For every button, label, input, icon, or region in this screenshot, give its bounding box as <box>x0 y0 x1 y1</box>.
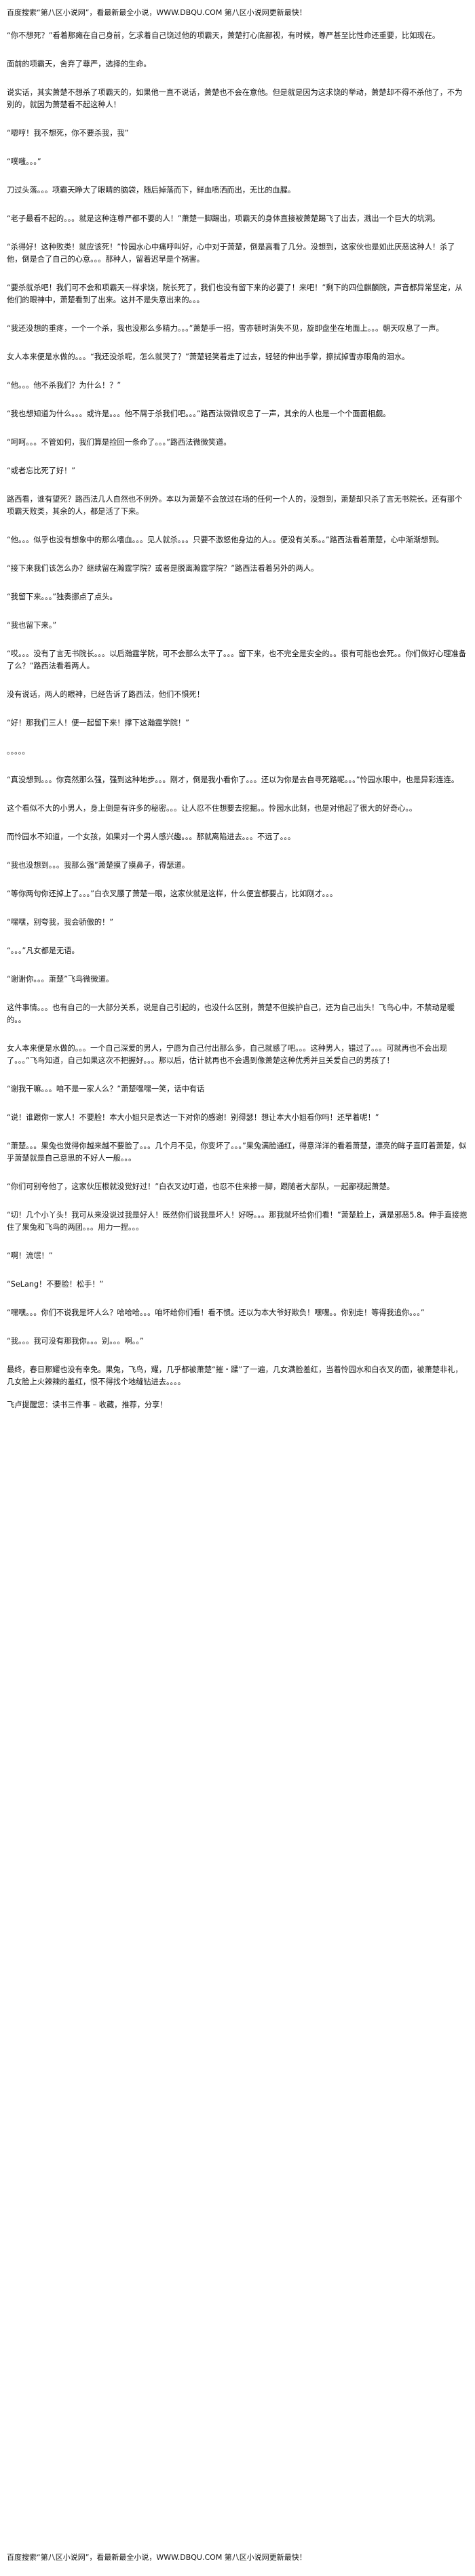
paragraph: “说！谁跟你一家人！不要脸！本大小姐只是表达一下对你的感谢！别得瑟！想让本大小姐… <box>7 1113 379 1122</box>
paragraph: “切！几个小丫头！我可从来没说过我是好人！既然你们说我是坏人！好呀。。。那我就坏… <box>7 1211 468 1232</box>
paragraph: 面前的项霸天，舍弃了尊严，选择的生命。 <box>7 60 151 68</box>
paragraph: “我留下来。。。”独奏挪点了点头。 <box>7 592 117 601</box>
paragraph: “嘿嘿。。。你们不说我是坏人么？哈哈哈。。。咱坏给你们看！看不惯。还以为本大爷好… <box>7 1308 425 1317</box>
paragraph: “我也想知道为什么。。。或许是。。。他不屑于杀我们吧。。。”路西法微微叹息了一声… <box>7 409 391 418</box>
paragraph: 。。。。。 <box>7 747 30 756</box>
header-banner: 百度搜索“第八区小说网”，看最新最全小说，WWW.DBQU.COM 第八区小说网… <box>7 8 307 17</box>
paragraph: “我还没想的重疼，一个一个杀，我也没那么多精力。。。”萧楚手一招，雪亦顿时消失不… <box>7 324 444 333</box>
paragraph: 这件事情。。。也有自己的一大部分关系，说是自己引起的，也没什么区别，萧楚不但挨护… <box>7 1003 455 1024</box>
paragraph: 女人本来便是水做的。。。“我还没杀呢，怎么就哭了？”萧楚轻笑着走了过去，轻轻的伸… <box>7 353 410 361</box>
paragraph: “我。。。我可没有那我你。。。别。。。啊。。” <box>7 1337 144 1346</box>
paragraph: 女人本来便是水做的。。。一个自己深爱的男人，宁愿为自己付出那么多，自己就感了吧。… <box>7 1044 447 1065</box>
paragraph: “嗯哼！我不想死，你不要杀我，我” <box>7 129 129 138</box>
paragraph: “他。。。他不杀我们？为什么！？” <box>7 381 121 390</box>
paragraph: “呵呵。。。不管如何，我们算是捡回一条命了。。。”路西法微微笑道。 <box>7 438 231 447</box>
paragraph: “谢谢你。。。萧楚”飞鸟微微道。 <box>7 975 114 984</box>
paragraph: “真没想到。。。你竟然那么强，强到这种地步。。。刚才，倒是我小看你了。。。还以为… <box>7 776 459 784</box>
paragraph: 而怜园水不知道，一个女孩，如果对一个男人感兴趣。。。那就离陷进去。。。不远了。。… <box>7 832 296 841</box>
paragraph: “SeLang！不要脸！松手！” <box>7 1280 104 1289</box>
paragraph: “或者忘比死了好！” <box>7 466 76 475</box>
paragraph: “你们可别夸他了，这家伙压根就没觉好过！”白衣叉边叮道，也忍不住来掺一脚，跟随者… <box>7 1182 394 1191</box>
paragraph: “好！那我们三人！便一起留下来！撑下这瀚霆学院！” <box>7 719 189 727</box>
paragraph: 路西看，谁有望死？路西法几人自然也不例外。本以为萧楚不会放过在场的任何一个人的，… <box>7 495 463 516</box>
paragraph: “嘿嘿，别夸我，我会骄傲的！” <box>7 918 114 927</box>
paragraph: “等你两句你还掉上了。。。”白衣叉腰了萧楚一眼，这家伙就是这样，什么便宜都要占，… <box>7 889 338 898</box>
paragraph: 刀过头落。。。项霸天睁大了眼睛的脑袋，随后掉落而下，鲜血喷洒而出，无比的血腥。 <box>7 186 296 195</box>
paragraph: 说实话，其实萧楚不想杀了项霸天的，如果他一直不说话，萧楚也不会在意他。但是就是因… <box>7 88 463 109</box>
paragraph: “杀得好！这种败类！就应该死！”怜园水心中痛呼叫好，心中对于萧楚，倒是高看了几分… <box>7 243 455 264</box>
paragraph: 这个看似不大的小男人，身上倒是有许多的秘密。。。让人忍不住想要去挖掘。。怜园水此… <box>7 804 417 813</box>
paragraph: “要杀就杀吧！我们可不会和项霸天一样求饶，院长死了，我们也没有留下来的必要了！来… <box>7 283 463 304</box>
paragraph: “你不想死？”看着那瘫在自己身前，乞求着自己饶过他的项霸天，萧楚打心底鄙视，有时… <box>7 31 440 40</box>
paragraph: “啊！流氓！” <box>7 1251 53 1260</box>
paragraph: “。。。”凡女都是无语。 <box>7 946 79 955</box>
paragraph: “哎。。。没有了言无书院长。。。以后瀚霆学院，可不会那么太平了。。。留下来，也不… <box>7 649 466 670</box>
chapter-content: “你不想死？”看着那瘫在自己身前，乞求着自己饶过他的项霸天，萧楚打心底鄙视，有时… <box>7 30 468 2543</box>
paragraph: “我也留下来。” <box>7 621 57 630</box>
paragraph: 没有说话，两人的眼神，已经告诉了路西法，他们不惧死！ <box>7 690 204 699</box>
paragraph: “噗嗤。。。” <box>7 157 41 166</box>
paragraph: “接下来我们该怎么办？继续留在瀚霆学院？或者是脱离瀚霆学院？”路西法看着另外的两… <box>7 564 319 573</box>
paragraph: “萧楚。。。果兔也觉得你越来越不要脸了。。。几个月不见，你变坏了。。。”果兔满脸… <box>7 1142 467 1163</box>
paragraph: 飞卢提醒您：读书三件事 – 收藏，推荐，分享！ <box>7 1401 168 1409</box>
paragraph: “他。。。似乎也没有想象中的那么嗜血。。。见人就杀。。。只要不激怒他身边的人。。… <box>7 536 444 544</box>
footer-banner: 百度搜索“第八区小说网”，看最新最全小说，WWW.DBQU.COM 第八区小说网… <box>7 2553 307 2562</box>
paragraph: “老子最看不起的。。。就是这种连尊严都不要的人！”萧楚一脚踢出，项霸天的身体直接… <box>7 214 440 223</box>
paragraph: 最终，春日那耀也没有幸免。果兔，飞鸟，耀，几乎都被萧楚“摧・蹂”了一遍，几女满脸… <box>7 1365 463 1386</box>
paragraph: “谢我干嘛。。。咱不是一家人么？”萧楚嘿嘿一笑，话中有话 <box>7 1085 205 1093</box>
paragraph: “我也没想到。。。我那么强”萧楚摸了摸鼻子，得瑟道。 <box>7 861 189 870</box>
